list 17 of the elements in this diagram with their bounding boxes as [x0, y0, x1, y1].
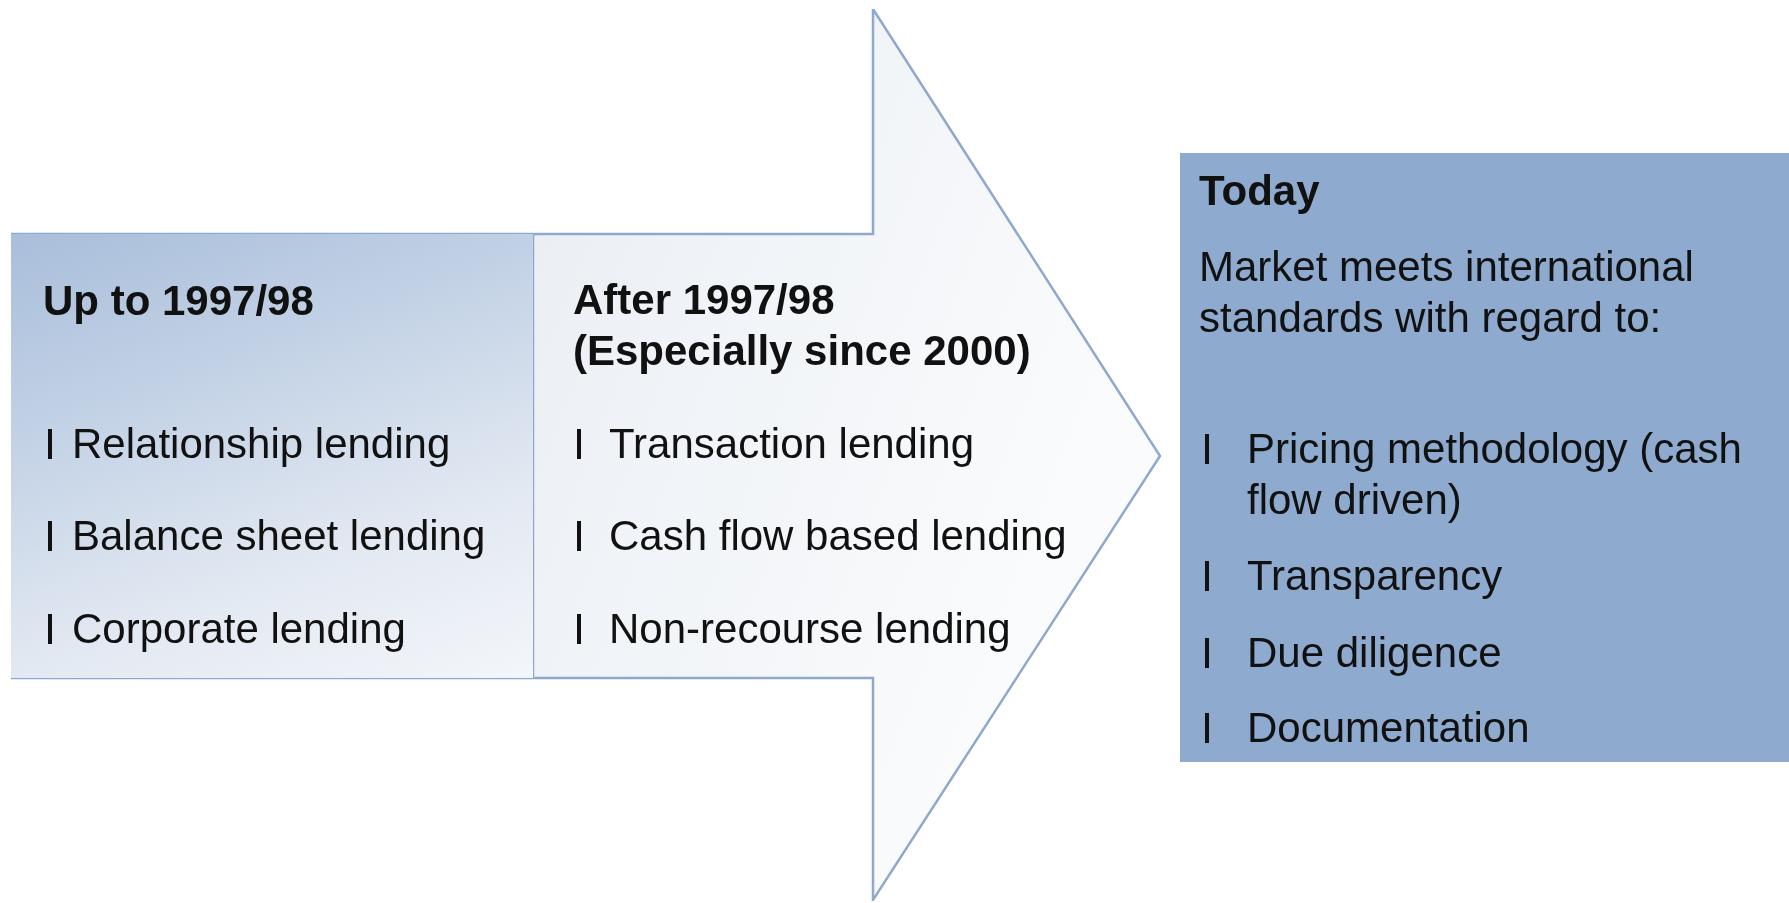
- bullet-text: Non-recourse lending: [609, 604, 1012, 654]
- bullet-text: Cash flow based lending: [609, 511, 1068, 561]
- panel: [11, 234, 533, 678]
- panel-heading: Up to 1997/98: [43, 276, 315, 326]
- panel-text: Market meets international standards with regard to:: [1199, 242, 1695, 343]
- arrow-shape: [11, 9, 1161, 901]
- panel: [1180, 153, 1789, 762]
- panel-heading: After 1997/98 (Especially since 2000): [573, 275, 1032, 376]
- bullet-text: Documentation: [1247, 703, 1531, 753]
- bullet-text: Due diligence: [1247, 628, 1503, 678]
- bullet-text: Relationship lending: [72, 419, 452, 469]
- bullet-text: Transparency: [1247, 551, 1504, 601]
- bullet-text: Pricing methodology (cash flow driven): [1247, 424, 1743, 525]
- bullet-text: Transaction lending: [609, 419, 975, 469]
- panel-heading: Today: [1199, 166, 1321, 216]
- bullet-text: Corporate lending: [72, 604, 407, 654]
- bullet-text: Balance sheet lending: [72, 511, 487, 561]
